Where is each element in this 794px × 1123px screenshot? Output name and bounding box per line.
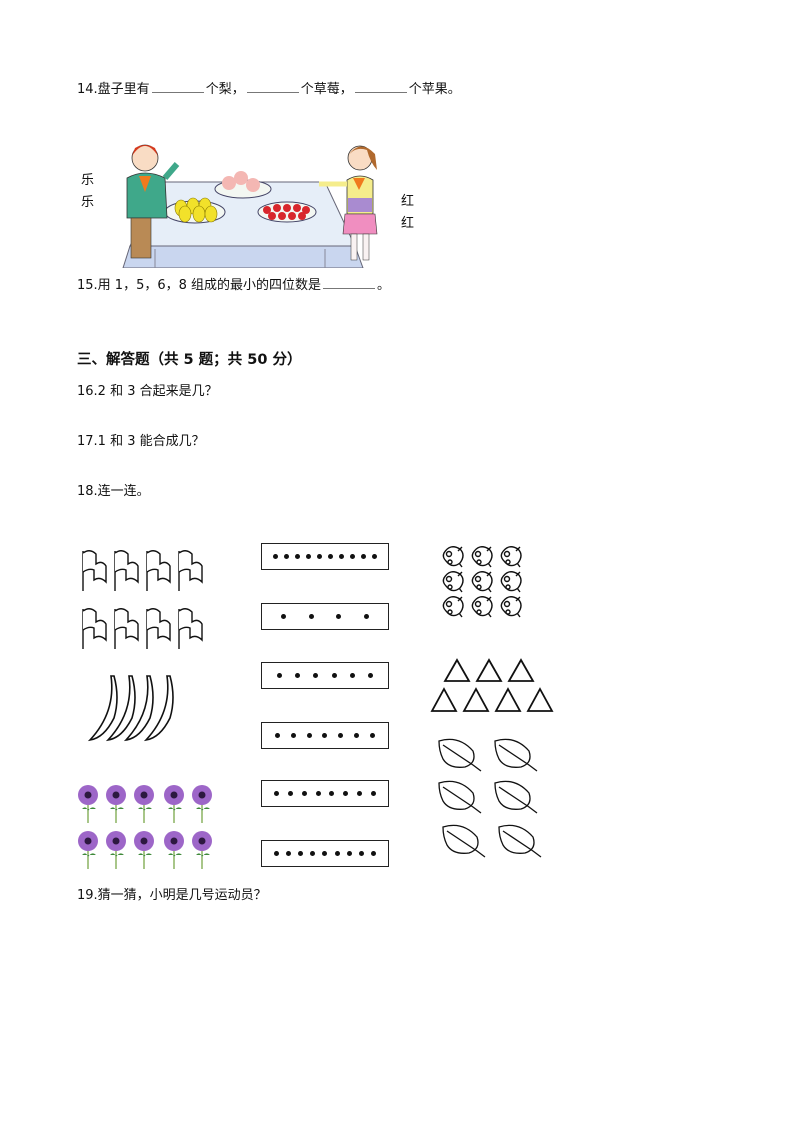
question-16: 16.2 和 3 合起来是几？ bbox=[77, 384, 218, 399]
dot bbox=[298, 851, 304, 856]
dot bbox=[295, 554, 300, 559]
question-14: 14.盘子里有 个梨， 个草莓， 个苹果。 bbox=[77, 79, 461, 99]
dot bbox=[329, 791, 335, 796]
section-title: 三、解答题（共 5 题；共 50 分） bbox=[77, 352, 302, 368]
q14-part1: 个梨， bbox=[205, 82, 245, 97]
answer-blank-apples[interactable] bbox=[354, 79, 407, 93]
dot bbox=[339, 554, 344, 559]
dot bbox=[306, 733, 312, 738]
question-18: 18.连一连。 bbox=[77, 484, 150, 499]
dot bbox=[331, 673, 337, 678]
dot-box-4[interactable] bbox=[261, 722, 389, 749]
q14-part2: 个草莓， bbox=[300, 82, 353, 97]
dot bbox=[291, 733, 297, 738]
dot bbox=[371, 851, 377, 856]
q15-text: 15.用 1，5，6，8 组成的最小的四位数是 bbox=[77, 278, 322, 293]
flags-picture bbox=[82, 550, 203, 650]
dot bbox=[308, 614, 314, 619]
dot bbox=[361, 554, 366, 559]
flowers-picture bbox=[77, 784, 213, 870]
fruit-table-illustration bbox=[122, 144, 378, 268]
label-lele: 乐 乐 bbox=[81, 170, 95, 214]
dot bbox=[372, 554, 377, 559]
dot bbox=[336, 614, 342, 619]
dot bbox=[310, 851, 316, 856]
dot bbox=[281, 614, 287, 619]
dot-box-6[interactable] bbox=[261, 840, 389, 867]
dot bbox=[363, 614, 369, 619]
question-17: 17.1 和 3 能合成几？ bbox=[77, 434, 205, 449]
q15-suffix: 。 bbox=[377, 278, 391, 293]
bananas-picture bbox=[87, 675, 174, 742]
dot bbox=[315, 791, 321, 796]
dot bbox=[285, 851, 291, 856]
dot bbox=[301, 791, 307, 796]
label-char: 乐 bbox=[81, 173, 95, 188]
dot bbox=[350, 554, 355, 559]
dot bbox=[288, 791, 294, 796]
dot bbox=[368, 673, 374, 678]
dot bbox=[275, 733, 281, 738]
dot-box-3[interactable] bbox=[261, 662, 389, 689]
dot bbox=[328, 554, 333, 559]
dot-box-2[interactable] bbox=[261, 603, 389, 630]
q14-part3: 个苹果。 bbox=[408, 82, 461, 97]
dot bbox=[349, 673, 355, 678]
dot bbox=[322, 733, 328, 738]
dot bbox=[346, 851, 352, 856]
dot bbox=[273, 851, 279, 856]
q14-prefix: 14.盘子里有 bbox=[77, 82, 150, 97]
dot bbox=[274, 791, 280, 796]
triangles-picture bbox=[430, 658, 554, 712]
dot bbox=[353, 733, 359, 738]
label-char: 红 bbox=[401, 216, 415, 231]
dot bbox=[306, 554, 311, 559]
label-char: 红 bbox=[401, 194, 415, 209]
dot bbox=[273, 554, 278, 559]
dot-box-1[interactable] bbox=[261, 543, 389, 570]
dot bbox=[370, 791, 376, 796]
dot bbox=[284, 554, 289, 559]
leaves-picture bbox=[438, 738, 542, 858]
answer-blank-pears[interactable] bbox=[151, 79, 204, 93]
question-19: 19.猜一猜，小明是几号运动员？ bbox=[77, 888, 267, 903]
dot bbox=[313, 673, 319, 678]
label-honghong: 红 红 bbox=[401, 191, 415, 235]
dot bbox=[359, 851, 365, 856]
answer-blank-strawberries[interactable] bbox=[246, 79, 299, 93]
dot bbox=[334, 851, 340, 856]
dot bbox=[294, 673, 300, 678]
fish-picture bbox=[442, 546, 522, 618]
label-char: 乐 bbox=[81, 195, 95, 210]
question-15: 15.用 1，5，6，8 组成的最小的四位数是 。 bbox=[77, 275, 390, 295]
dot bbox=[317, 554, 322, 559]
dot bbox=[356, 791, 362, 796]
dot-box-5[interactable] bbox=[261, 780, 389, 807]
dot bbox=[343, 791, 349, 796]
dot bbox=[338, 733, 344, 738]
answer-blank-q15[interactable] bbox=[323, 275, 376, 289]
dot bbox=[369, 733, 375, 738]
dot bbox=[322, 851, 328, 856]
dot bbox=[276, 673, 282, 678]
